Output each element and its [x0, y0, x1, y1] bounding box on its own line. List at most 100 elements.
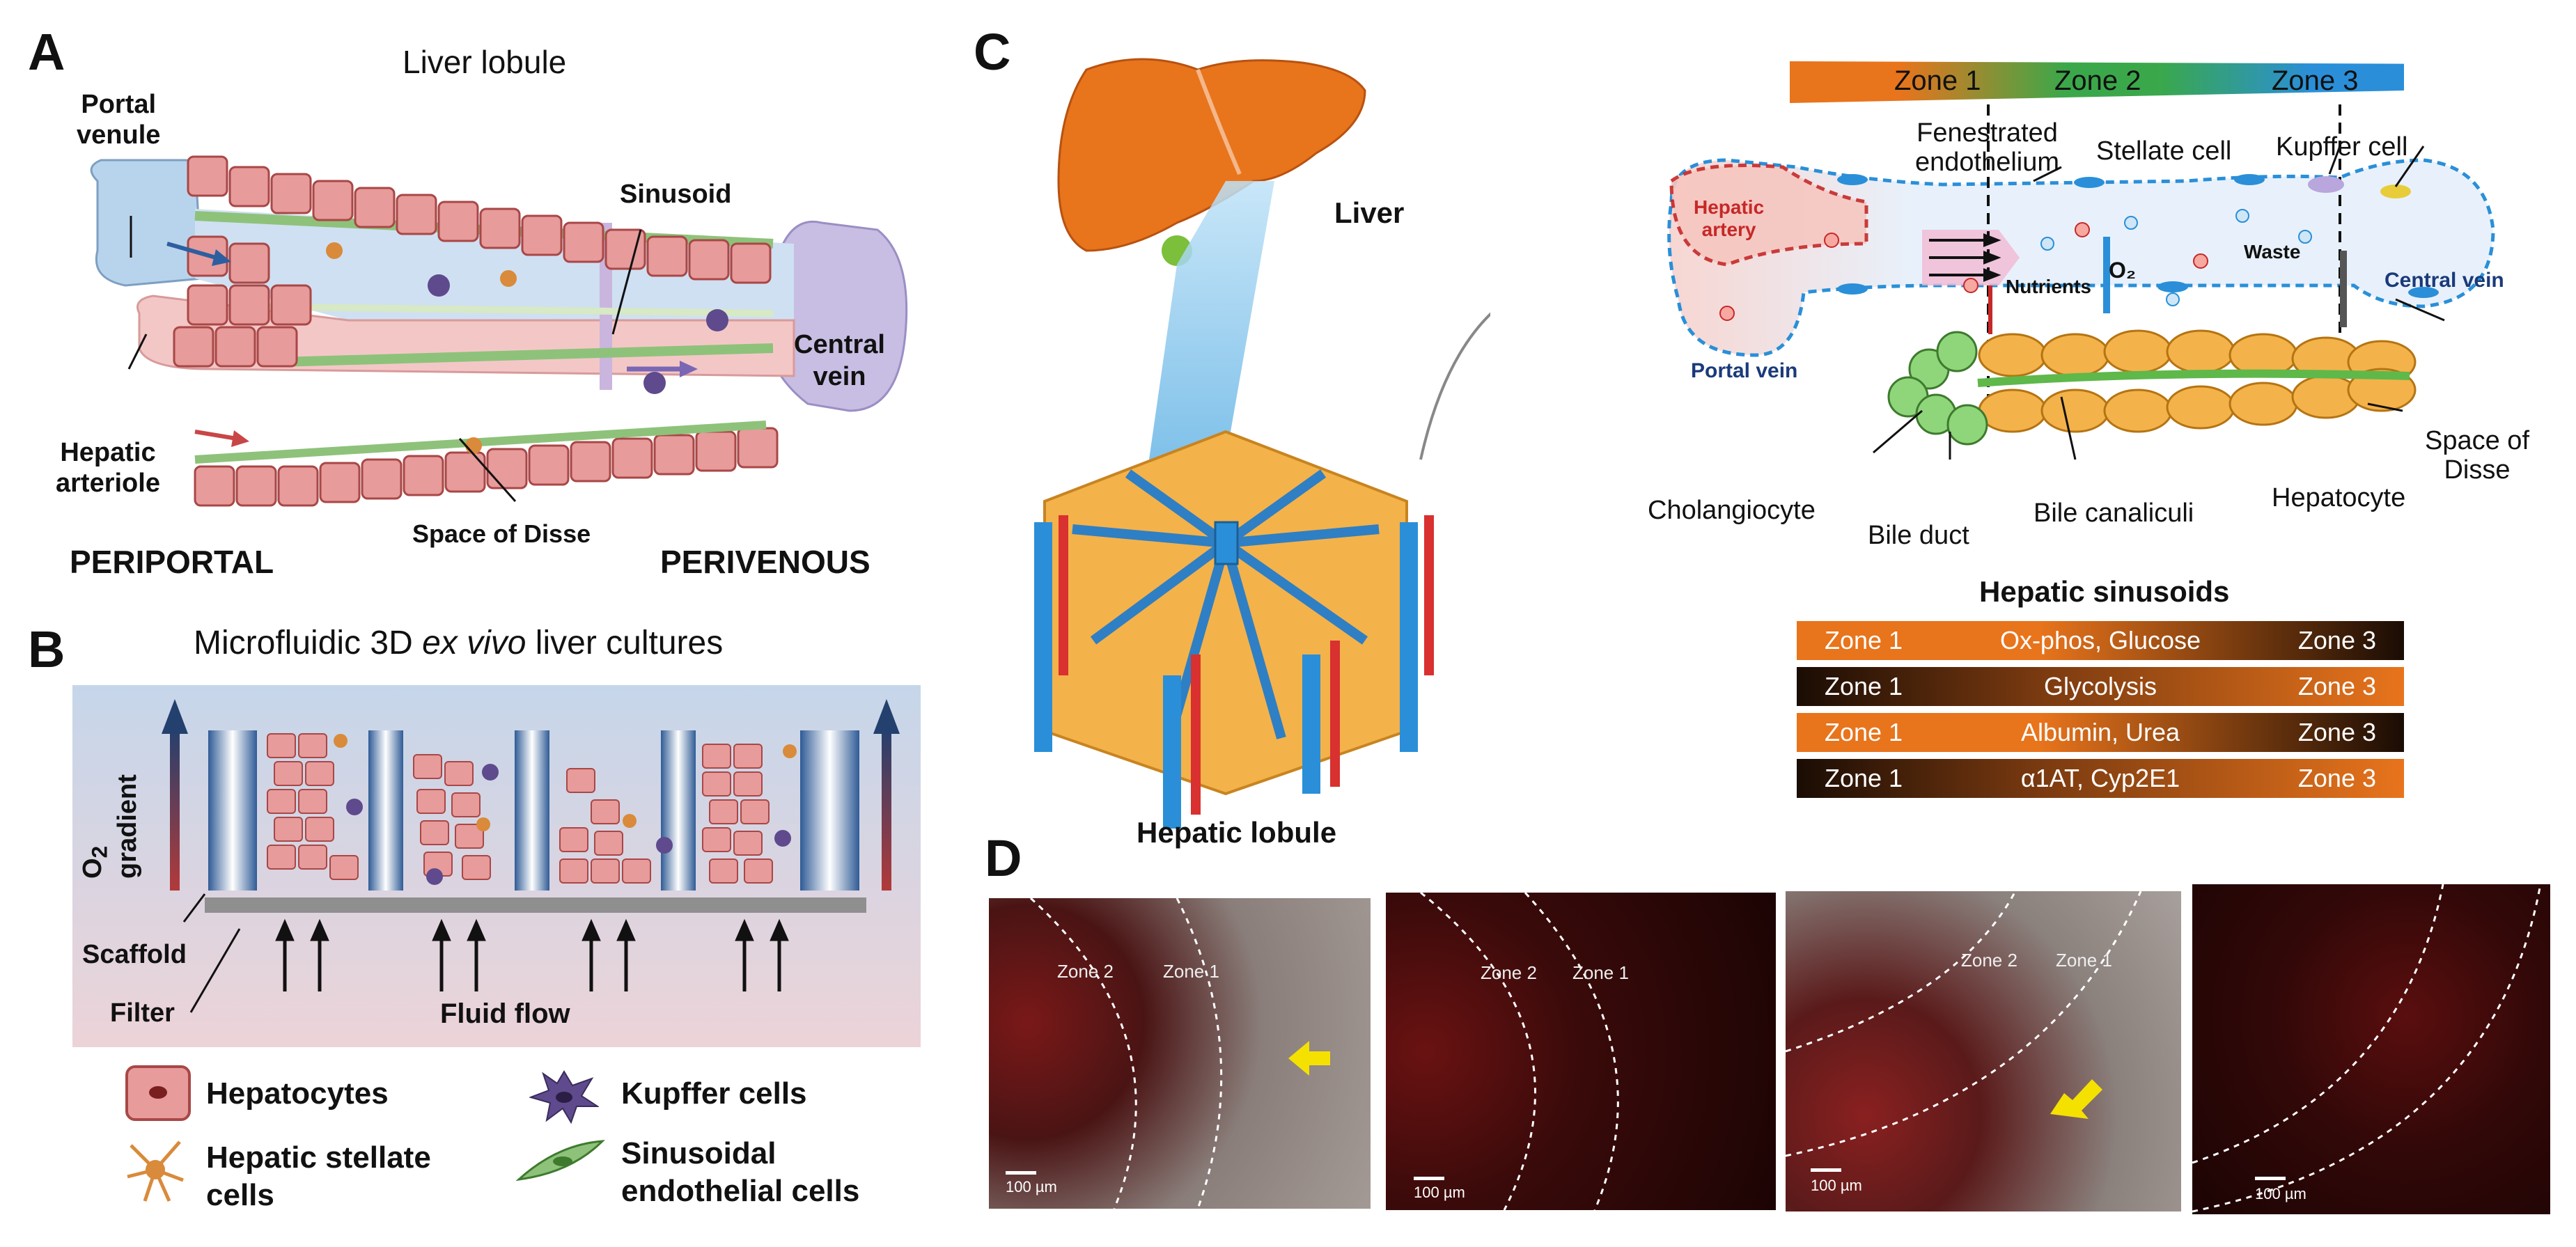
- hepatic-sinusoids-label: Hepatic sinusoids: [1979, 575, 2230, 608]
- fluid-flow-label: Fluid flow: [440, 998, 570, 1029]
- gradient-bar-a1at-middle: α1AT, Cyp2E1: [2020, 764, 2180, 792]
- liver-shape: [1057, 58, 1366, 252]
- gradient-bar-oxphos-left: Zone 1: [1825, 626, 1903, 654]
- legend-hepatocytes: Hepatocytes: [206, 1076, 389, 1111]
- gradient-bar-glycolysis-middle: Glycolysis: [2043, 672, 2157, 700]
- micrograph-1-zone-lines: [1029, 898, 1330, 1209]
- o2-label: O: [78, 858, 107, 879]
- hepatic-sinusoid-diagram: [1667, 104, 2495, 460]
- micrograph-1: Zone 2 Zone 1 100 µm: [989, 898, 1371, 1209]
- perivenous-label: PERIVENOUS: [660, 544, 871, 580]
- micrograph-4-scalebar: [2255, 1177, 2286, 1180]
- central-vein-shape: [765, 220, 908, 412]
- micrograph-3-zone1: Zone 1: [2056, 950, 2112, 971]
- micrograph-1-scale: 100 µm: [1006, 1178, 1057, 1195]
- micrograph-3-zone-lines: [1786, 891, 2142, 1157]
- micrograph-3-zone2: Zone 2: [1961, 950, 2017, 971]
- micrograph-3: Zone 2 Zone 1 100 µm: [1786, 891, 2181, 1211]
- kupffer-cell-label: Kupffer cell: [2276, 132, 2408, 162]
- panel-b-letter: B: [28, 620, 65, 678]
- zone-header-1: Zone 1: [1894, 65, 1981, 96]
- central-vein-label: Central vein: [794, 330, 885, 391]
- bile-canaliculi-label: Bile canaliculi: [2034, 499, 2194, 528]
- panel-b-title-post: liver cultures: [526, 625, 724, 661]
- sinusoid-label: Sinusoid: [620, 180, 732, 209]
- hepatic-artery-label: Hepatic artery: [1694, 196, 1765, 240]
- legend-kupffer-icon: [529, 1070, 599, 1124]
- central-vein-c-label: Central vein: [2384, 269, 2504, 292]
- micrograph-2-scale: 100 µm: [1414, 1184, 1465, 1201]
- gradient-bar-oxphos-right: Zone 3: [2297, 626, 2376, 654]
- legend-endothelial-icon: [515, 1140, 605, 1182]
- scaffold-label: Scaffold: [82, 940, 187, 969]
- panel-a-title: Liver lobule: [403, 44, 567, 80]
- fluid-flow-arrows: [275, 918, 789, 991]
- gradient-bar-albumin: Zone 1 Albumin, Urea Zone 3: [1797, 713, 2404, 752]
- panel-b-title: Microfluidic 3D ex vivo liver cultures: [194, 624, 723, 662]
- liver-organ-illustration: [1034, 58, 1490, 829]
- space-of-disse-c-label: Space of Disse: [2425, 426, 2529, 485]
- gradient-bar-glycolysis: Zone 1 Glycolysis Zone 3: [1797, 667, 2404, 706]
- zone-header-2: Zone 2: [2054, 65, 2141, 96]
- gradient-bar-oxphos: Zone 1 Ox-phos, Glucose Zone 3: [1797, 621, 2404, 660]
- panel-a-letter: A: [28, 23, 65, 81]
- gradient-bar-albumin-left: Zone 1: [1825, 718, 1903, 746]
- legend-stellate: Hepatic stellate cells: [206, 1140, 431, 1212]
- micrograph-2-zone1: Zone 1: [1572, 962, 1629, 983]
- bile-duct-label: Bile duct: [1868, 521, 1969, 550]
- device-background: [72, 685, 921, 1047]
- panel-b-title-em: ex vivo: [422, 625, 526, 661]
- waste-label: Waste: [2244, 241, 2301, 262]
- micrograph-2-zone-lines: [1420, 893, 1619, 1210]
- micrograph-1-zone1: Zone 1: [1163, 961, 1219, 982]
- micrograph-2: Zone 2 Zone 1 100 µm: [1386, 893, 1776, 1210]
- gradient-bar-a1at: Zone 1 α1AT, Cyp2E1 Zone 3: [1797, 759, 2404, 798]
- periportal-label: PERIPORTAL: [70, 544, 274, 580]
- fenestrated-label: Fenestrated endothelium: [1915, 118, 2060, 177]
- liver-lobule-diagram: [90, 155, 908, 507]
- gradient-bar-albumin-right: Zone 3: [2297, 718, 2376, 746]
- o2-left-arrow-shaft: [170, 727, 180, 891]
- micrograph-3-scalebar: [1811, 1168, 1841, 1172]
- panel-b-title-pre: Microfluidic 3D: [194, 625, 423, 661]
- gradient-bar-a1at-right: Zone 3: [2297, 764, 2376, 792]
- cholangiocyte-label: Cholangiocyte: [1648, 496, 1816, 525]
- gradient-bar-glycolysis-left: Zone 1: [1825, 672, 1903, 700]
- lobule-hexagon: [1043, 430, 1408, 796]
- legend-sinusoidal: Sinusoidal endothelial cells: [621, 1136, 860, 1208]
- filter-label: Filter: [110, 998, 175, 1028]
- micrograph-1-scalebar: [1006, 1171, 1036, 1175]
- gradient-bar-glycolysis-right: Zone 3: [2297, 672, 2376, 700]
- o2-c-label: O₂: [2109, 258, 2137, 283]
- gradient-bar-albumin-middle: Albumin, Urea: [2020, 718, 2180, 746]
- liver-label: Liver: [1334, 196, 1405, 229]
- legend-hepatocyte-icon: [125, 1065, 191, 1121]
- legend-stellate-icon: [127, 1140, 184, 1202]
- gradient-label: gradient: [112, 774, 142, 879]
- projection-beam: [1149, 181, 1274, 460]
- micrograph-4-zone-lines: [2192, 884, 2542, 1213]
- micrograph-4: 100 µm: [2192, 884, 2550, 1214]
- portal-venule-label: Portal venule: [77, 90, 161, 150]
- micrograph-4-scale: 100 µm: [2255, 1185, 2306, 1202]
- panel-d-letter: D: [985, 829, 1022, 887]
- zone-header-3: Zone 3: [2272, 65, 2359, 96]
- micrograph-2-scalebar: [1414, 1177, 1444, 1180]
- gradient-bar-oxphos-middle: Ox-phos, Glucose: [1999, 626, 2201, 654]
- micrograph-3-scale: 100 µm: [1811, 1177, 1862, 1194]
- o2-right-arrow-shaft: [882, 727, 891, 891]
- hepatocyte-c-label: Hepatocyte: [2272, 483, 2406, 512]
- space-of-disse-label-a: Space of Disse: [412, 519, 591, 548]
- pillars: [208, 730, 859, 891]
- hepatic-arteriole-label: Hepatic arteriole: [56, 438, 160, 498]
- legend-kupffer: Kupffer cells: [621, 1076, 807, 1111]
- nutrients-label: Nutrients: [2006, 276, 2091, 297]
- scaffold-bar: [205, 897, 866, 913]
- panel-c-letter: C: [974, 23, 1011, 81]
- hepatic-lobule-label: Hepatic lobule: [1137, 816, 1337, 849]
- sinusoid-lumen: [1667, 158, 2495, 357]
- micrograph-2-zone2: Zone 2: [1481, 962, 1537, 983]
- micrograph-1-zone2: Zone 2: [1057, 961, 1114, 982]
- gradient-bar-a1at-left: Zone 1: [1825, 764, 1903, 792]
